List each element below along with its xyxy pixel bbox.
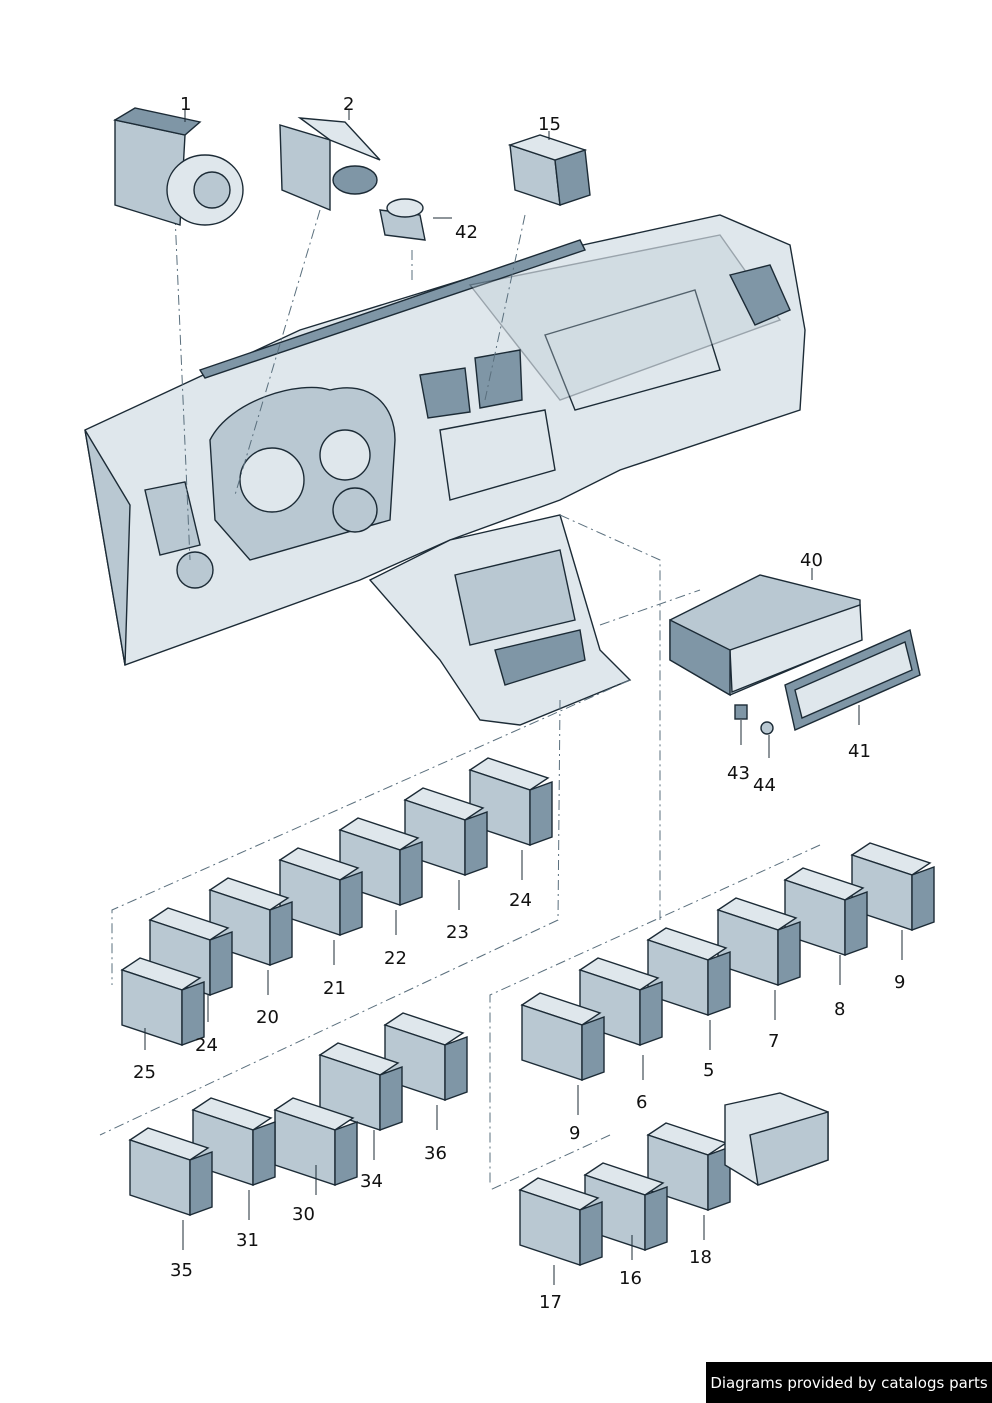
part-44-screw [760, 721, 774, 735]
callout-ticks [184, 110, 860, 758]
callout-36: 36 [424, 1143, 447, 1164]
switch-25 [120, 957, 205, 1050]
leader-lines [99, 209, 821, 1191]
callout-41: 41 [848, 741, 871, 762]
callout-34: 34 [360, 1171, 383, 1192]
callout-labels: 1 2 15 42 40 41 43 44 24 23 22 21 20 24 … [133, 94, 905, 1313]
callout-1: 1 [180, 94, 191, 115]
callout-44: 44 [753, 775, 776, 796]
callout-35: 35 [170, 1260, 193, 1281]
switch-17 [518, 1177, 603, 1285]
callout-2: 2 [343, 94, 354, 115]
callout-40: 40 [800, 550, 823, 571]
dashboard-illustration [84, 214, 806, 726]
callout-17: 17 [539, 1292, 562, 1313]
callout-6: 6 [636, 1092, 647, 1113]
callout-21: 21 [323, 978, 346, 999]
switch-22 [338, 817, 423, 935]
part-43-clip [734, 704, 748, 720]
switch-9-left [520, 992, 605, 1115]
callout-24-bottom: 24 [195, 1035, 218, 1056]
callout-30: 30 [292, 1204, 315, 1225]
switch-7 [716, 897, 801, 1020]
switch-34 [318, 1042, 403, 1160]
callout-7: 7 [768, 1031, 779, 1052]
callout-43: 43 [727, 763, 750, 784]
ashtray-part [724, 1092, 829, 1186]
callout-9-right: 9 [894, 972, 905, 993]
switch-35 [128, 1127, 213, 1250]
part-40-climate-control [669, 574, 863, 697]
switch-5 [646, 927, 731, 1050]
callout-23: 23 [446, 922, 469, 943]
part-42-sensor [379, 198, 426, 241]
part-1-light-switch [113, 107, 244, 226]
callout-42: 42 [455, 222, 478, 243]
callout-22: 22 [384, 948, 407, 969]
callout-16: 16 [619, 1268, 642, 1289]
part-2-dimmer-switch [279, 117, 381, 212]
switch-group [120, 757, 935, 1285]
callout-24-top: 24 [509, 890, 532, 911]
callout-8: 8 [834, 999, 845, 1020]
callout-20: 20 [256, 1007, 279, 1028]
callout-18: 18 [689, 1247, 712, 1268]
callout-9-left: 9 [569, 1123, 580, 1144]
callout-31: 31 [236, 1230, 259, 1251]
callout-5: 5 [703, 1060, 714, 1081]
part-41-trim-frame [784, 629, 921, 731]
footer-credit: Diagrams provided by catalogs parts [706, 1362, 992, 1403]
switch-8 [783, 867, 868, 985]
callout-15: 15 [538, 114, 561, 135]
callout-25: 25 [133, 1062, 156, 1083]
part-15-hazard-switch [507, 134, 591, 207]
